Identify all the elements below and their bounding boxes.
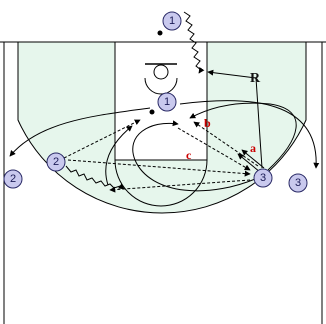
svg-text:1: 1 xyxy=(169,15,175,27)
cut-3-loop-right xyxy=(189,102,297,171)
svg-text:2: 2 xyxy=(10,173,16,185)
cut-post-to-left-corner xyxy=(9,107,151,157)
player-top-1: 1 xyxy=(162,11,182,31)
label-b: b xyxy=(204,116,211,130)
player-corner-3: 3 xyxy=(288,173,308,193)
player-corner-2: 2 xyxy=(3,169,23,189)
ball-post xyxy=(149,109,155,115)
restricted-arc xyxy=(144,77,178,95)
pass-2-to-1 xyxy=(63,119,141,159)
label-a: a xyxy=(250,141,256,155)
label-c: c xyxy=(186,148,192,162)
svg-text:1: 1 xyxy=(164,96,170,108)
rim xyxy=(153,64,169,80)
svg-text:2: 2 xyxy=(53,156,59,168)
dribble-1-top xyxy=(183,11,205,74)
arrow-a1 xyxy=(241,149,265,169)
pass-c xyxy=(177,127,251,171)
label-r: R xyxy=(250,71,261,86)
svg-text:3: 3 xyxy=(295,177,301,189)
player-right-3: 3 xyxy=(253,168,273,188)
cut-r xyxy=(207,69,263,169)
player-left-2: 2 xyxy=(46,152,66,172)
cut-post-to-right-corner xyxy=(179,100,320,169)
free-throw-circle xyxy=(114,159,208,207)
pass-3-to-2 xyxy=(109,179,251,193)
ball-top xyxy=(157,30,163,36)
pass-b xyxy=(193,121,259,167)
player-post-1: 1 xyxy=(157,92,177,112)
pass-2-to-3 xyxy=(67,159,251,177)
cut-2-up xyxy=(105,125,133,186)
arrow-a2 xyxy=(237,153,261,173)
cut-3-loop-left xyxy=(132,120,263,192)
svg-text:3: 3 xyxy=(260,172,266,184)
